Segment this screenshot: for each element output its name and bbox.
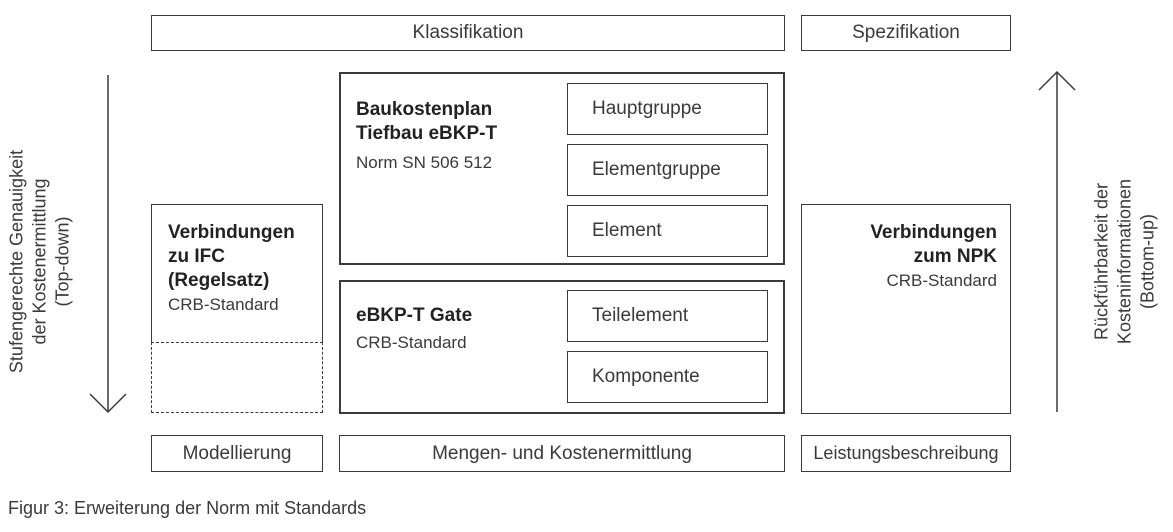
right-axis-line2: Kosteninformationen [1114,178,1135,345]
mengen-kostenermittlung-label: Mengen- und Kostenermittlung [432,442,692,464]
right-axis-line3: (Bottom-up) [1137,213,1158,310]
elementgruppe-label: Elementgruppe [592,159,721,180]
npk-subtitle: CRB-Standard [886,271,997,290]
npk-title-line1: Verbindungen [870,222,997,243]
bottom-up-arrow [1038,70,1076,412]
hauptgruppe-label: Hauptgruppe [592,98,702,119]
ifc-dashed-extension [151,342,323,413]
baukostenplan-title: Baukostenplan Tiefbau eBKP-T [356,98,497,146]
left-axis-line3: (Top-down) [52,216,73,307]
teilelement-label: Teilelement [592,305,689,326]
top-down-arrow [89,75,127,414]
left-axis-label: Stufengerechte Genauigkeit der Kostenerm… [6,102,75,422]
klassifikation-label: Klassifikation [412,22,524,43]
element-label: Element [592,220,662,241]
modellierung-box: Modellierung [151,435,323,472]
baukostenplan-title-line1: Baukostenplan [356,99,493,120]
teilelement-box: Teilelement [567,290,768,342]
leistungsbeschreibung-box: Leistungsbeschreibung [801,435,1011,472]
elementgruppe-box: Elementgruppe [567,144,768,196]
figure-caption: Figur 3: Erweiterung der Norm mit Standa… [8,498,367,518]
npk-title-line2: zum NPK [913,246,997,267]
komponente-label: Komponente [592,366,700,387]
komponente-box: Komponente [567,351,768,403]
spezifikation-header: Spezifikation [801,15,1011,51]
klassifikation-header: Klassifikation [151,15,785,51]
ifc-title-line3: (Regelsatz) [168,270,270,291]
right-axis-label: Rückführbarkeit der Kosteninformationen … [1091,102,1160,422]
ifc-subtitle: CRB-Standard [168,295,279,314]
mengen-kostenermittlung-box: Mengen- und Kostenermittlung [339,435,785,472]
leistungsbeschreibung-label: Leistungsbeschreibung [813,443,999,463]
ifc-connections-box [151,204,323,343]
left-axis-line1: Stufengerechte Genauigkeit [6,149,27,374]
baukostenplan-title-line2: Tiefbau eBKP-T [356,123,498,144]
hauptgruppe-box: Hauptgruppe [567,83,768,135]
element-box: Element [567,205,768,257]
left-axis-line2: der Kostenermittlung [29,178,50,345]
npk-connections-box [801,204,1011,414]
right-axis-line1: Rückführbarkeit der [1091,182,1112,341]
ifc-title: Verbindungen zu IFC (Regelsatz) [168,221,295,293]
modellierung-label: Modellierung [182,442,292,464]
baukostenplan-subtitle: Norm SN 506 512 [356,153,493,172]
ifc-title-line1: Verbindungen [168,222,295,243]
spezifikation-label: Spezifikation [852,22,960,43]
ifc-title-line2: zu IFC [168,246,225,267]
gate-subtitle: CRB-Standard [356,333,467,352]
gate-title: eBKP-T Gate [356,305,473,326]
npk-title: Verbindungen zum NPK [801,221,997,269]
